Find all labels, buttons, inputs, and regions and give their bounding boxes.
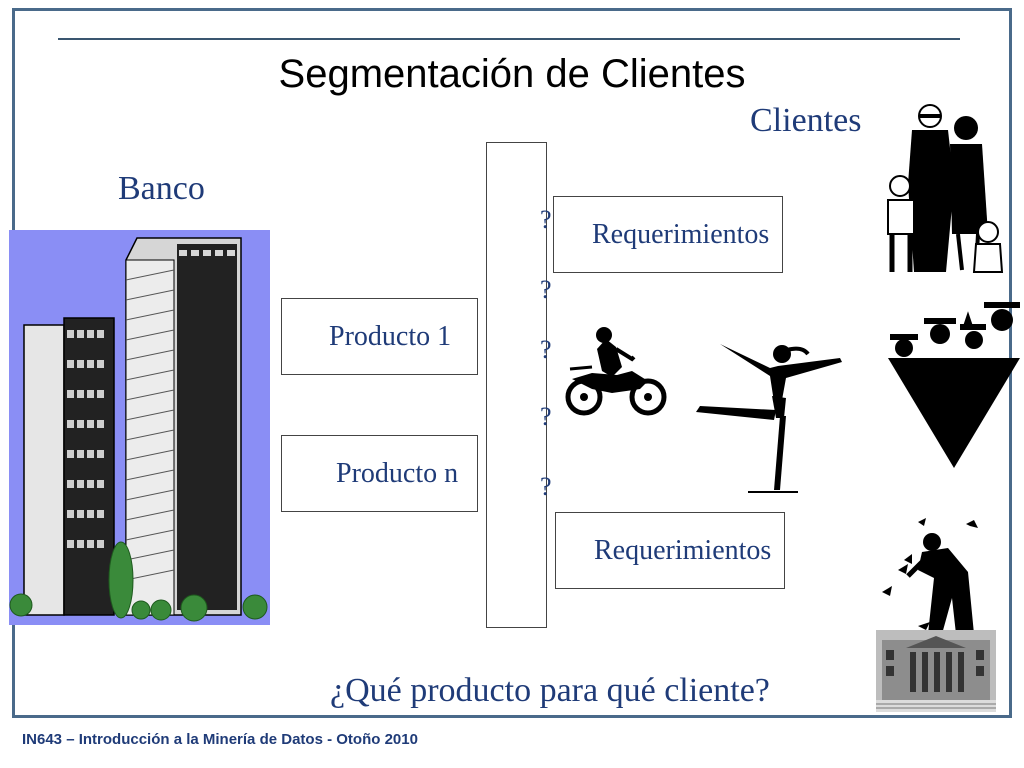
question-mark-3: ?: [540, 335, 552, 364]
clients-label: Clientes: [750, 102, 862, 139]
requirements-box-1: Requerimientos: [553, 196, 783, 273]
question-mark-4: ?: [540, 402, 552, 431]
question-mark-2: ?: [540, 275, 552, 304]
question-mark-1: ?: [540, 205, 552, 234]
question-text: ¿Qué producto para qué cliente?: [330, 672, 770, 709]
requirements-label-2: Requerimientos: [594, 535, 772, 566]
building-photo-icon: [876, 630, 996, 712]
product-box-1: Producto 1: [281, 298, 478, 375]
motorcyclist-icon: [565, 327, 667, 416]
matching-bar: [486, 142, 547, 628]
product-label-n: Producto n: [336, 458, 459, 489]
dancer-icon: [696, 344, 842, 493]
requirements-label-1: Requerimientos: [592, 219, 770, 250]
product-box-n: Producto n: [281, 435, 478, 512]
question-mark-5: ?: [540, 472, 552, 501]
requirements-box-2: Requerimientos: [555, 512, 785, 589]
product-label-1: Producto 1: [329, 321, 452, 352]
bank-buildings-icon: [9, 230, 270, 625]
man-feeding-birds-icon: [882, 518, 978, 634]
slide-title: Segmentación de Clientes: [278, 52, 746, 96]
title-rule: [58, 38, 960, 40]
graduates-icon: [888, 302, 1020, 468]
footer-text: IN643 – Introducción a la Minería de Dat…: [22, 731, 418, 748]
bank-label: Banco: [118, 170, 205, 207]
family-icon: [887, 104, 1004, 273]
